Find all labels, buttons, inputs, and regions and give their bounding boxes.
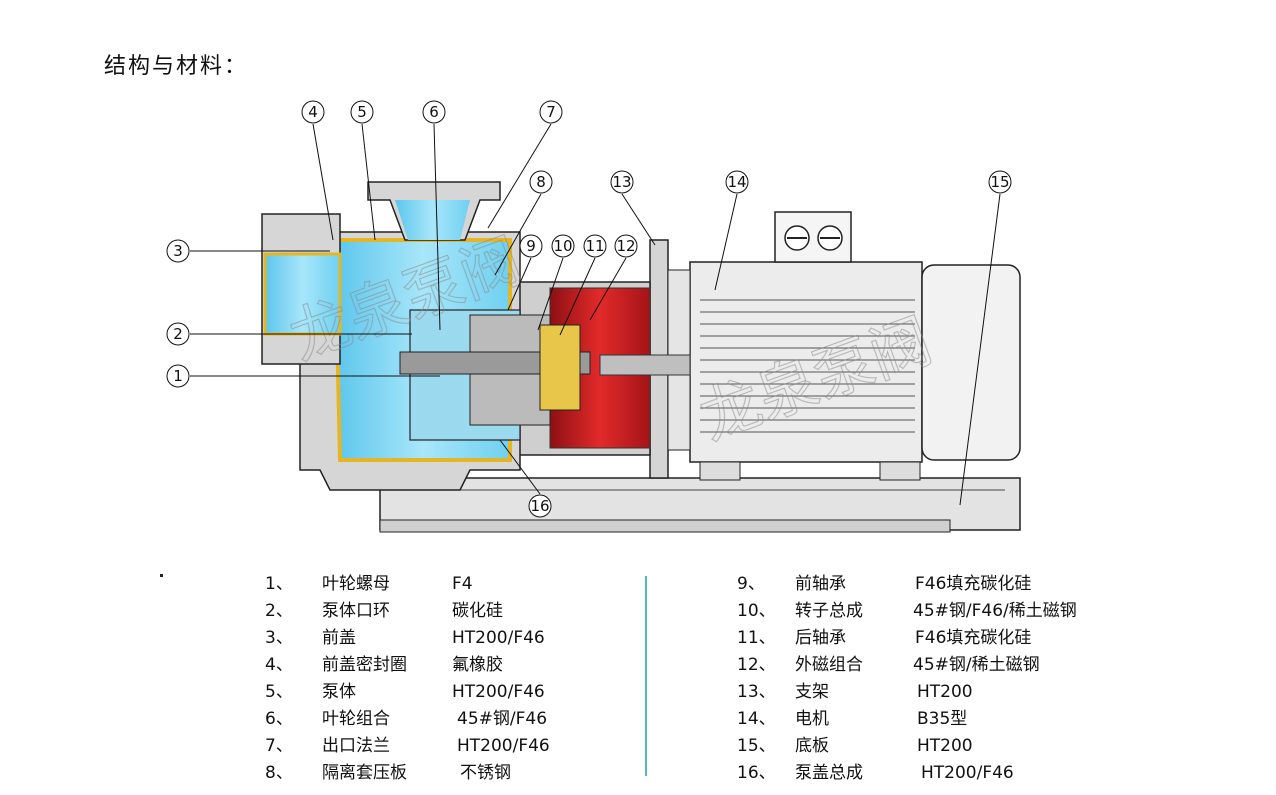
callout-16: 16 <box>528 494 552 518</box>
parts-row: 14、 电机 B35型 <box>737 709 968 729</box>
motor <box>689 211 1021 481</box>
impeller-rotor <box>399 309 591 441</box>
svg-text:12: 12 <box>616 237 635 255</box>
parts-row: 6、 叶轮组合 45#钢/F46 <box>265 709 548 729</box>
callout-3: 3 <box>166 239 190 263</box>
svg-text:4: 4 <box>308 103 318 121</box>
parts-row: 1、 叶轮螺母 F4 <box>265 574 473 594</box>
outer-magnet <box>549 287 691 449</box>
svg-text:13: 13 <box>612 173 631 191</box>
parts-row: 4、 前盖密封圈 氟橡胶 <box>265 655 503 675</box>
callout-8: 8 <box>529 170 553 194</box>
stray-dot <box>160 574 163 577</box>
callout-1: 1 <box>166 364 190 388</box>
parts-row: 3、 前盖 HT200/F46 <box>265 628 545 648</box>
svg-text:8: 8 <box>536 173 546 191</box>
callout-5: 5 <box>350 100 374 124</box>
svg-text:11: 11 <box>585 237 604 255</box>
page-title: 结构与材料： <box>104 54 249 79</box>
parts-row: 9、 前轴承 F46填充碳化硅 <box>737 574 1032 594</box>
callout-10: 10 <box>551 234 575 258</box>
svg-text:10: 10 <box>553 237 572 255</box>
callout-9: 9 <box>519 234 543 258</box>
svg-text:14: 14 <box>727 173 746 191</box>
svg-text:6: 6 <box>429 103 439 121</box>
callout-14: 14 <box>725 170 749 194</box>
svg-text:15: 15 <box>990 173 1009 191</box>
parts-row: 15、 底板 HT200 <box>737 736 973 756</box>
svg-text:7: 7 <box>546 103 556 121</box>
callout-4: 4 <box>301 100 325 124</box>
svg-text:9: 9 <box>526 237 536 255</box>
callout-7: 7 <box>539 100 563 124</box>
leader-lines <box>190 123 1001 506</box>
column-divider <box>645 576 647 776</box>
parts-row: 8、 隔离套压板 不锈钢 <box>265 763 511 783</box>
callout-markers: 1 2 3 4 5 6 7 8 9 10 11 12 13 14 15 16 <box>166 100 1012 518</box>
parts-row: 11、 后轴承 F46填充碳化硅 <box>737 628 1032 648</box>
parts-row: 2、 泵体口环 碳化硅 <box>265 601 503 621</box>
parts-row: 7、 出口法兰 HT200/F46 <box>265 736 550 756</box>
callout-11: 11 <box>583 234 607 258</box>
parts-row: 16、 泵盖总成 HT200/F46 <box>737 763 1014 783</box>
callout-6: 6 <box>422 100 446 124</box>
svg-text:5: 5 <box>357 103 367 121</box>
parts-row: 13、 支架 HT200 <box>737 682 973 702</box>
svg-text:16: 16 <box>530 497 549 515</box>
parts-row: 12、 外磁组合 45#钢/稀土磁钢 <box>737 655 1040 675</box>
callout-13: 13 <box>610 170 634 194</box>
parts-row: 5、 泵体 HT200/F46 <box>265 682 545 702</box>
parts-row: 10、 转子总成 45#钢/F46/稀土磁钢 <box>737 601 1077 621</box>
callout-12: 12 <box>614 234 638 258</box>
callout-2: 2 <box>166 322 190 346</box>
svg-text:2: 2 <box>173 325 183 343</box>
callout-15: 15 <box>988 170 1012 194</box>
pump-cross-section-diagram: 龙泉泵阀 龙泉泵阀 1 2 3 4 5 6 7 8 9 10 11 12 13 <box>166 100 1021 533</box>
svg-text:3: 3 <box>173 242 183 260</box>
base-plate <box>379 477 1021 533</box>
svg-text:1: 1 <box>173 367 183 385</box>
